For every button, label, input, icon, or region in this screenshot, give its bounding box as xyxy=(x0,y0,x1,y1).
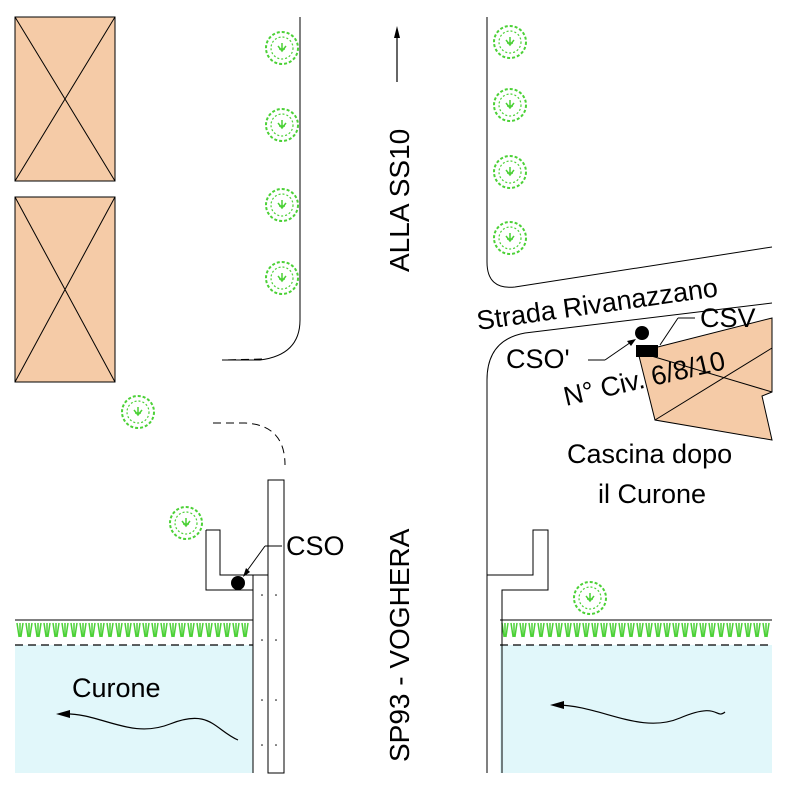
grass-left xyxy=(16,622,249,638)
north-arrow-icon xyxy=(394,26,400,82)
river-right xyxy=(500,645,772,773)
tree-icon xyxy=(493,88,527,122)
building-name-line1: Cascina dopo xyxy=(567,439,732,469)
flow-arrow-right-icon xyxy=(550,701,726,724)
tree-icon xyxy=(493,25,527,59)
river-label: Curone xyxy=(72,673,161,703)
building-name-line2: il Curone xyxy=(598,479,706,509)
grass-right xyxy=(501,622,770,638)
tree-icon xyxy=(493,155,527,189)
road-north-label: ALLA SS10 xyxy=(384,129,415,272)
csv-label: CSV xyxy=(700,303,756,333)
flow-arrow-left-icon xyxy=(56,710,239,741)
building-top-left-2 xyxy=(14,196,116,383)
tree-icon xyxy=(169,506,203,540)
cso-label: CSO xyxy=(286,531,345,561)
tree-icon xyxy=(265,31,299,65)
tree-icon xyxy=(265,108,299,142)
building-top-left-1 xyxy=(14,16,116,182)
valve-csv-icon xyxy=(636,345,658,357)
cso-prime-label: CSO' xyxy=(506,344,570,374)
river-left xyxy=(15,645,253,773)
bridge-right xyxy=(487,529,549,773)
tree-icon xyxy=(265,188,299,222)
road-edges xyxy=(213,17,773,773)
tree-icon xyxy=(573,581,607,615)
tree-icon xyxy=(121,395,155,429)
bridge-dots xyxy=(261,594,277,746)
side-road-label: Strada Rivanazzano xyxy=(475,272,720,336)
road-south-label: SP93 - VOGHERA xyxy=(384,528,415,762)
manhole-cso-icon xyxy=(231,576,245,590)
manhole-cso-prime-icon xyxy=(635,326,649,340)
tree-icon xyxy=(493,221,527,255)
tree-icon xyxy=(265,261,299,295)
building-cascina xyxy=(637,317,773,441)
